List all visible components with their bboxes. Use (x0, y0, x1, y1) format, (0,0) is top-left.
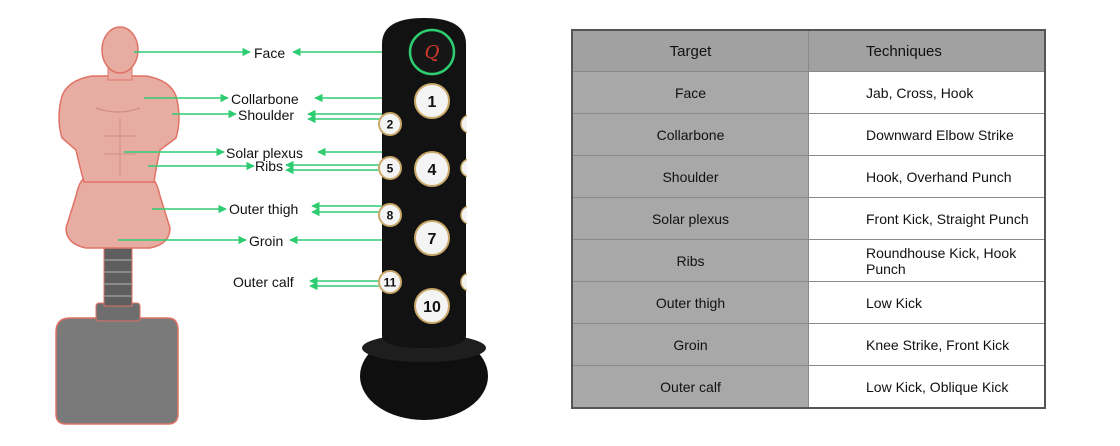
bag-target-number: 11 (384, 275, 397, 289)
bag-target-side: 8 (378, 203, 402, 227)
bag-target-front: 4 (414, 151, 450, 187)
header-target: Target (571, 29, 809, 72)
techniques-cell: Jab, Cross, Hook (808, 71, 1046, 114)
bag-target-number: 8 (387, 208, 394, 222)
bag-target-number: 10 (423, 299, 441, 316)
zone-label-groin: Groin (249, 233, 284, 249)
zone-label-ribs: Ribs (255, 158, 284, 174)
bag-target-number: 4 (428, 162, 437, 179)
header-techniques: Techniques (808, 29, 1046, 72)
target-cell: Outer thigh (571, 281, 809, 324)
bag-target-number: 5 (387, 161, 394, 175)
bag-target-front: 10 (414, 288, 450, 324)
techniques-cell: Low Kick, Oblique Kick (808, 365, 1046, 409)
brand-logo-icon (408, 28, 456, 76)
svg-text:Q: Q (425, 42, 440, 63)
zone-label-shoulder: Shoulder (238, 107, 295, 123)
techniques-cell: Roundhouse Kick, Hook Punch (808, 239, 1046, 282)
techniques-cell: Hook, Overhand Punch (808, 155, 1046, 198)
bag-target-side: 5 (378, 156, 402, 180)
bag-targets: 1 4 7 10 2 5 8 11 (378, 83, 487, 324)
dummy-lower-body (65, 177, 171, 249)
techniques-cell: Downward Elbow Strike (808, 113, 1046, 156)
techniques-cell: Knee Strike, Front Kick (808, 323, 1046, 366)
target-cell: Solar plexus (571, 197, 809, 240)
bag-target-number: 2 (387, 117, 394, 131)
target-cell: Ribs (571, 239, 809, 282)
bag-target-side: 2 (378, 112, 402, 136)
dummy-base (55, 317, 179, 425)
bag-target-front: 7 (414, 220, 450, 256)
freestanding-punching-bag: Q 1 4 7 10 2 5 8 11 (360, 18, 488, 420)
table-header-row: Target Techniques (571, 29, 1046, 72)
zone-label-solar-plexus: Solar plexus (226, 145, 304, 161)
bag-target-number: 1 (428, 94, 437, 111)
techniques-cell: Low Kick (808, 281, 1046, 324)
zone-label-outer-calf: Outer calf (233, 274, 294, 290)
bag-target-side: 11 (378, 270, 402, 294)
training-dummy (55, 26, 180, 425)
target-cell: Groin (571, 323, 809, 366)
zone-label-outer-thigh: Outer thigh (229, 201, 299, 217)
zone-label-face: Face (254, 45, 286, 61)
target-cell: Shoulder (571, 155, 809, 198)
zone-label-collarbone: Collarbone (231, 91, 299, 107)
target-cell: Collarbone (571, 113, 809, 156)
bag-target-front: 1 (414, 83, 450, 119)
techniques-cell: Front Kick, Straight Punch (808, 197, 1046, 240)
target-cell: Outer calf (571, 365, 809, 409)
dummy-head (101, 26, 139, 74)
dummy-post (103, 247, 133, 307)
dummy-torso (58, 75, 180, 183)
bag-target-number: 7 (428, 231, 437, 248)
target-cell: Face (571, 71, 809, 114)
